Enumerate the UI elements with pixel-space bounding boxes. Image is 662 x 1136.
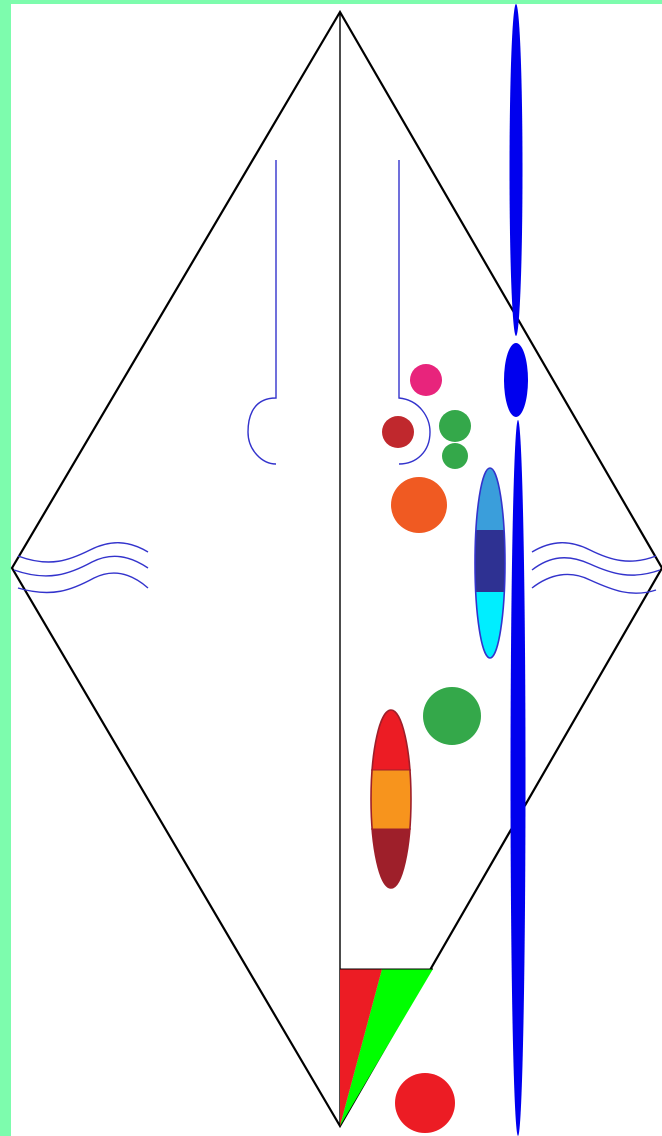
red-orange-capsule: [368, 708, 414, 891]
right-wave-lines: [532, 543, 660, 594]
spine-lower-blade: [511, 420, 526, 1136]
kite-outline: [12, 12, 662, 1126]
frame-left-bar: [0, 0, 11, 1136]
blue-capsule: [470, 466, 510, 662]
right-wave-3: [532, 574, 656, 593]
spine-knot: [504, 343, 528, 417]
red-capsule-top: [368, 708, 414, 770]
magenta-dot: [410, 364, 442, 396]
blue-spine: [504, 4, 528, 1136]
left-wave-2: [14, 556, 148, 576]
green-dot-upper: [439, 410, 471, 442]
dark-red-dot: [382, 416, 414, 448]
right-wave-1: [532, 543, 656, 561]
frame-top-bar: [0, 0, 662, 4]
red-capsule-bottom: [368, 829, 414, 891]
red-capsule-middle: [368, 770, 414, 829]
left-wave-lines: [14, 543, 148, 593]
orange-dot: [391, 477, 447, 533]
green-dot-lower: [442, 443, 468, 469]
red-dot: [395, 1073, 455, 1133]
spine-upper-blade: [510, 4, 523, 336]
left-hook-line: [248, 160, 276, 464]
green-dot-large: [423, 687, 481, 745]
